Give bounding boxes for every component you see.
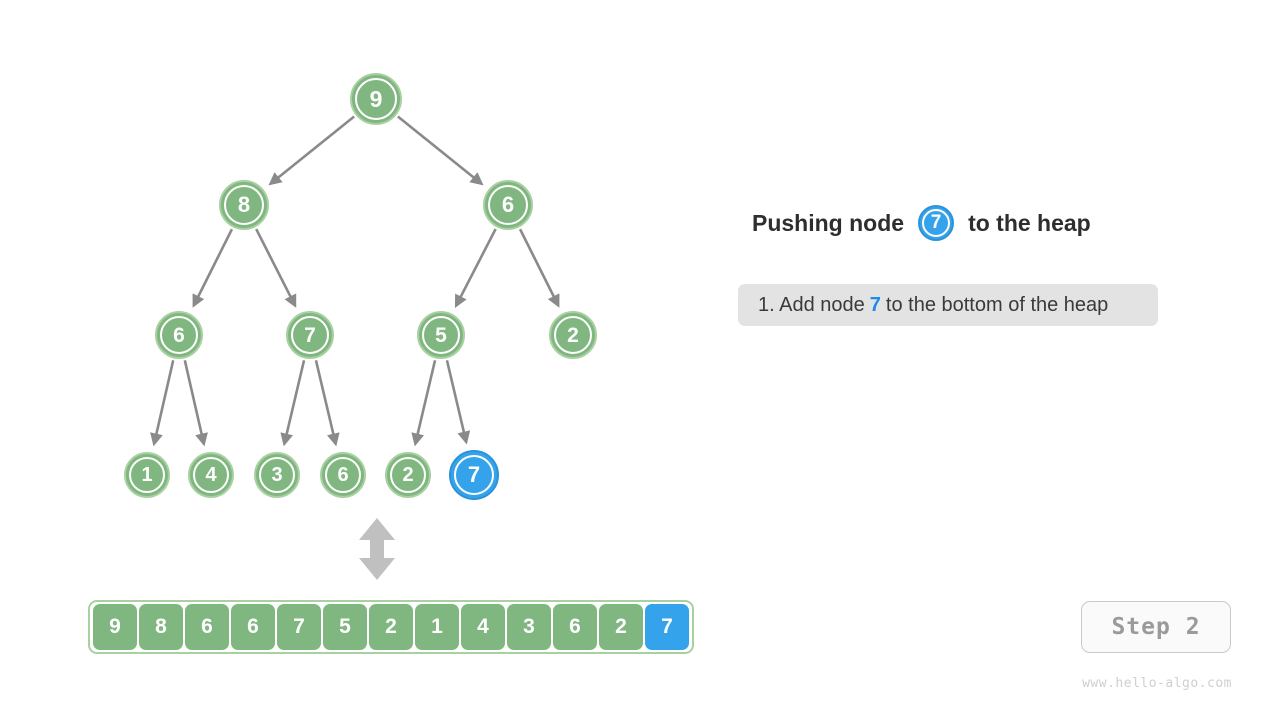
array-cell: 3 — [507, 604, 551, 650]
tree-node-value: 4 — [205, 464, 217, 486]
tree-edge — [314, 360, 340, 447]
array-cell: 2 — [599, 604, 643, 650]
headline-suffix: to the heap — [968, 209, 1091, 236]
tree-node: 5 — [417, 311, 465, 359]
step-accent-value: 7 — [869, 293, 881, 316]
step-prefix: 1. Add node — [758, 293, 865, 316]
tree-node-value: 3 — [271, 464, 283, 486]
tree-node: 6 — [320, 452, 366, 498]
headline-node-badge: 7 — [918, 205, 955, 241]
watermark: www.hello-algo.com — [1082, 676, 1232, 691]
step-badge: Step 2 — [1081, 601, 1231, 653]
tree-edge — [411, 360, 437, 447]
tree-node: 8 — [219, 180, 269, 230]
tree-node-value: 7 — [467, 462, 481, 487]
tree-node-value: 5 — [435, 323, 447, 347]
tree-edge — [280, 360, 306, 447]
array-cell: 9 — [93, 604, 137, 650]
array-cell: 6 — [231, 604, 275, 650]
tree-node-value: 6 — [337, 464, 349, 486]
array-cell: 4 — [461, 604, 505, 650]
tree-node: 3 — [254, 452, 300, 498]
tree-node-value: 1 — [141, 464, 153, 486]
info-panel: Pushing node 7 to the heap 1. Add node 7… — [738, 200, 1208, 326]
tree-node: 2 — [385, 452, 431, 498]
tree-edge — [255, 228, 297, 308]
tree-edge — [454, 228, 497, 308]
array-cell: 6 — [553, 604, 597, 650]
array-cell: 2 — [369, 604, 413, 650]
tree-node-value: 6 — [173, 323, 185, 347]
tree-node: 7 — [286, 311, 334, 359]
tree-node-value: 7 — [304, 323, 316, 347]
step-description: 1. Add node 7 to the bottom of the heap — [738, 284, 1158, 326]
tree-node-value: 2 — [567, 323, 579, 347]
double-arrow-vertical-icon — [359, 518, 395, 580]
tree-node: 4 — [188, 452, 234, 498]
array-cell: 7 — [277, 604, 321, 650]
tree-edge — [268, 115, 355, 186]
headline-prefix: Pushing node — [752, 209, 905, 236]
tree-node: 2 — [549, 311, 597, 359]
tree-edge — [518, 228, 560, 308]
array-cell: 1 — [415, 604, 459, 650]
tree-edge — [445, 360, 471, 445]
array-cell: 7 — [645, 604, 689, 650]
tree-node: 1 — [124, 452, 170, 498]
tree-edge — [150, 360, 175, 447]
badge-ring — [922, 209, 951, 237]
tree-node: 9 — [350, 73, 402, 125]
tree-edge — [192, 228, 234, 308]
tree-edge — [183, 360, 208, 447]
step-suffix: to the bottom of the heap — [885, 293, 1109, 316]
tree-node-value: 9 — [369, 85, 383, 112]
tree-node: 6 — [155, 311, 203, 359]
tree-node-value: 8 — [237, 192, 251, 217]
tree-edges — [150, 115, 560, 447]
tree-node: 7 — [449, 450, 499, 500]
tree-node: 6 — [483, 180, 533, 230]
headline: Pushing node 7 to the heap — [738, 200, 1208, 246]
array-cell: 5 — [323, 604, 367, 650]
tree-node-value: 2 — [402, 464, 414, 486]
tree-node-value: 6 — [501, 192, 515, 217]
tree-edge — [397, 115, 484, 186]
array-cell: 8 — [139, 604, 183, 650]
array-cell: 6 — [185, 604, 229, 650]
